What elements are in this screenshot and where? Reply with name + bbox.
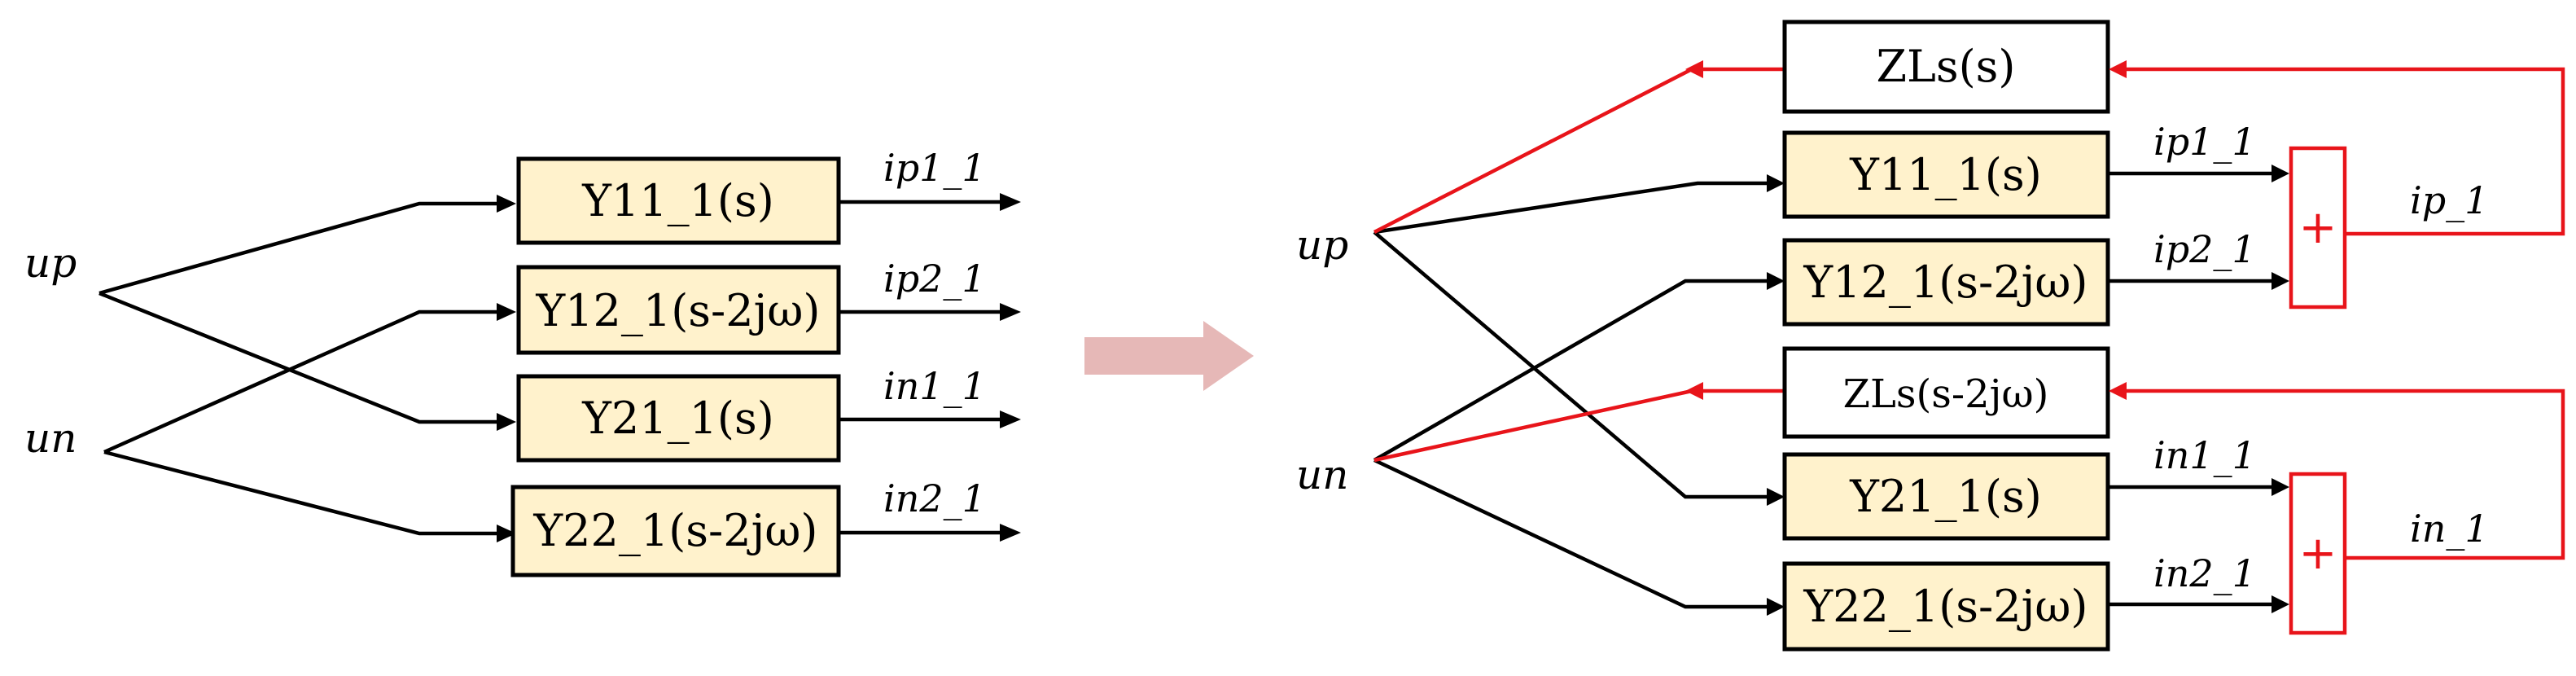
feedback-diag-un — [1373, 388, 1693, 463]
output-ip1-label: ip1_1 — [883, 146, 986, 190]
arrowhead-ip1-out — [1000, 193, 1021, 211]
block-zls-s2 — [1782, 346, 2110, 439]
right-diagram: up un ZLs(s) Y11_1(s) Y12_1(s-2jω) ZLs(s… — [1296, 20, 2565, 652]
wire-un-to-y22-right — [1373, 458, 1767, 609]
block-y11-right — [1782, 130, 2110, 219]
arrowhead-y11-in — [497, 195, 516, 213]
arrowhead-ip2-to-sum — [2272, 272, 2289, 290]
wire-un-to-y12-right — [1373, 279, 1767, 462]
sum-junction-p-sign: + — [2299, 201, 2337, 254]
input-un-label-right: un — [1296, 451, 1348, 498]
block-y22-right-label: Y22_1(s-2jω) — [1803, 581, 2088, 632]
arrowhead-y22-in-right — [1767, 598, 1785, 616]
block-zls-s2-label: ZLs(s-2jω) — [1843, 371, 2049, 417]
feedback-diag-up — [1373, 67, 1693, 235]
block-y12-label: Y12_1(s-2jω) — [536, 285, 821, 336]
output-in1-label: in1_1 — [883, 364, 986, 408]
wire-up-to-y11 — [99, 201, 497, 296]
arrowhead-y11-in-right — [1767, 174, 1785, 192]
block-y12-right-label: Y12_1(s-2jω) — [1803, 257, 2088, 308]
feedback-arrowhead-in — [2109, 382, 2127, 400]
wire-un-to-y22 — [103, 450, 497, 536]
block-y21-right-label: Y21_1(s) — [1849, 471, 2042, 522]
feedback-arrowhead-zls-s — [1685, 60, 1703, 78]
output-ip2-label-right: ip2_1 — [2153, 227, 2256, 271]
arrowhead-in1-out — [1000, 410, 1021, 428]
arrowhead-ip2-out — [1000, 303, 1021, 321]
input-up-label: up — [24, 239, 77, 287]
output-ip1-label-right: ip1_1 — [2153, 120, 2256, 164]
left-diagram: up un Y11_1(s) Y12_1(s-2jω) Y21_1(s) Y22… — [24, 146, 1021, 577]
sum-junction-n-sign: + — [2299, 527, 2337, 580]
feedback-loop-in — [2126, 388, 2565, 560]
arrowhead-in2-out — [1000, 524, 1021, 542]
output-in1-label-right: in1_1 — [2153, 433, 2256, 477]
block-y22-right — [1782, 561, 2110, 652]
arrowhead-in2-to-sum — [2272, 595, 2289, 613]
block-y12-right — [1782, 238, 2110, 327]
block-zls-s — [1782, 20, 2110, 114]
block-y12 — [516, 265, 841, 355]
wire-up-to-y21 — [99, 291, 497, 424]
wire-up-to-y21-right — [1373, 230, 1767, 499]
arrowhead-ip1-to-sum — [2272, 165, 2289, 182]
output-in2-label: in2_1 — [883, 476, 986, 520]
feedback-arrowhead-zls-s2 — [1685, 382, 1703, 400]
arrowhead-y12-in — [497, 303, 516, 321]
block-y21 — [516, 374, 841, 463]
feedback-ip-label: ip_1 — [2410, 178, 2488, 222]
block-y21-label: Y21_1(s) — [581, 393, 774, 444]
wire-un-to-y12 — [103, 309, 497, 454]
feedback-in-label: in_1 — [2410, 507, 2489, 551]
input-un-label: un — [24, 415, 77, 462]
wire-up-to-y11-right — [1373, 181, 1767, 235]
block-zls-s-label: ZLs(s) — [1877, 41, 2016, 92]
feedback-loop-ip — [2126, 67, 2565, 236]
arrowhead-y21-in — [497, 413, 516, 431]
block-y11-label: Y11_1(s) — [581, 175, 774, 226]
feedback-arrowhead-ip — [2109, 60, 2127, 78]
block-y21-right — [1782, 452, 2110, 541]
block-y11-right-label: Y11_1(s) — [1849, 149, 2042, 200]
sum-junction-p — [2289, 146, 2347, 309]
transform-arrow — [1084, 321, 1254, 391]
output-ip2-label: ip2_1 — [883, 257, 986, 301]
sum-junction-n — [2289, 472, 2347, 635]
arrowhead-y21-in-right — [1767, 488, 1785, 506]
output-in2-label-right: in2_1 — [2153, 551, 2256, 595]
arrowhead-y22-in — [497, 525, 516, 542]
arrowhead-in1-to-sum — [2272, 478, 2289, 496]
block-y22 — [510, 485, 841, 577]
input-up-label-right: up — [1296, 222, 1348, 269]
arrowhead-y12-in-right — [1767, 272, 1785, 290]
block-y22-label: Y22_1(s-2jω) — [533, 505, 818, 556]
